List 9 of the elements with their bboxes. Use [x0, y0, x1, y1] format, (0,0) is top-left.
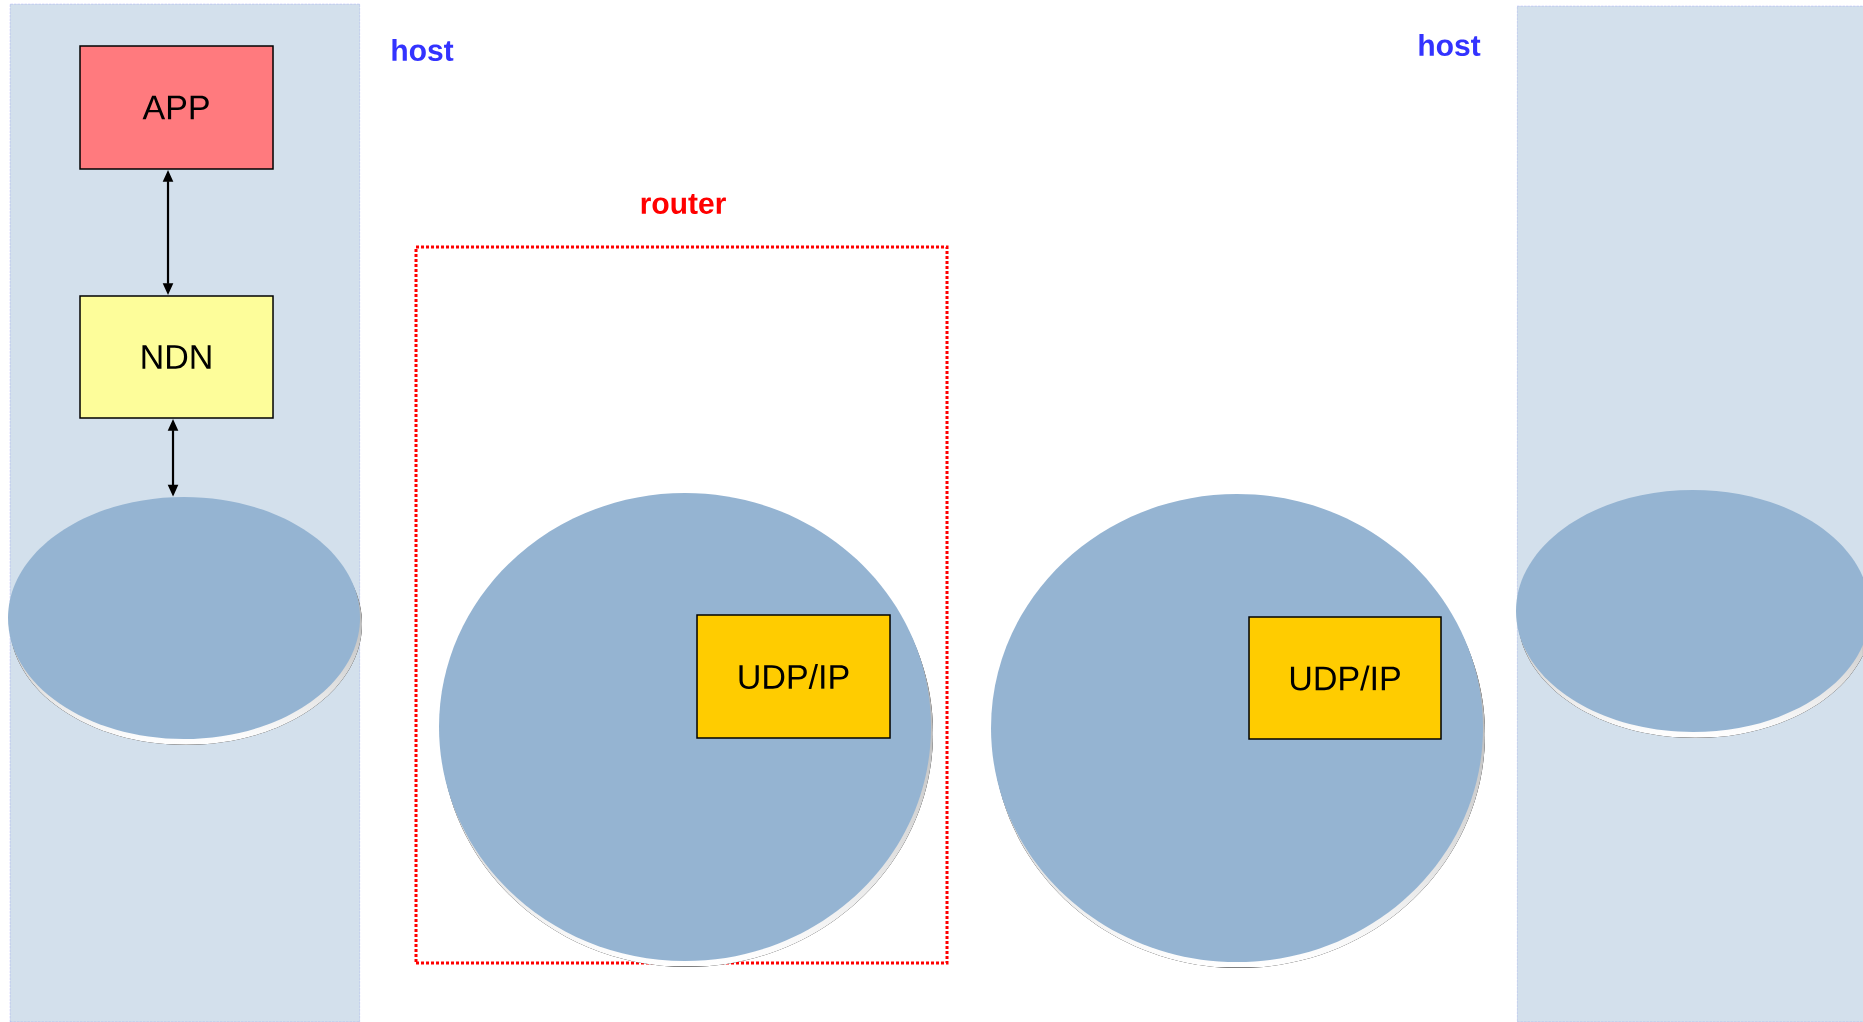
network-blob: [991, 494, 1485, 968]
layer-box: APP: [79, 45, 274, 170]
layer-box: NDN: [79, 295, 274, 419]
node-label: host: [392, 38, 454, 62]
layer-box: UDP/IP: [696, 614, 891, 739]
node-label: router: [641, 194, 726, 214]
layer-box: UDP/IP: [1248, 616, 1442, 740]
node-label: host: [1419, 33, 1481, 57]
network-blob: [439, 493, 933, 967]
